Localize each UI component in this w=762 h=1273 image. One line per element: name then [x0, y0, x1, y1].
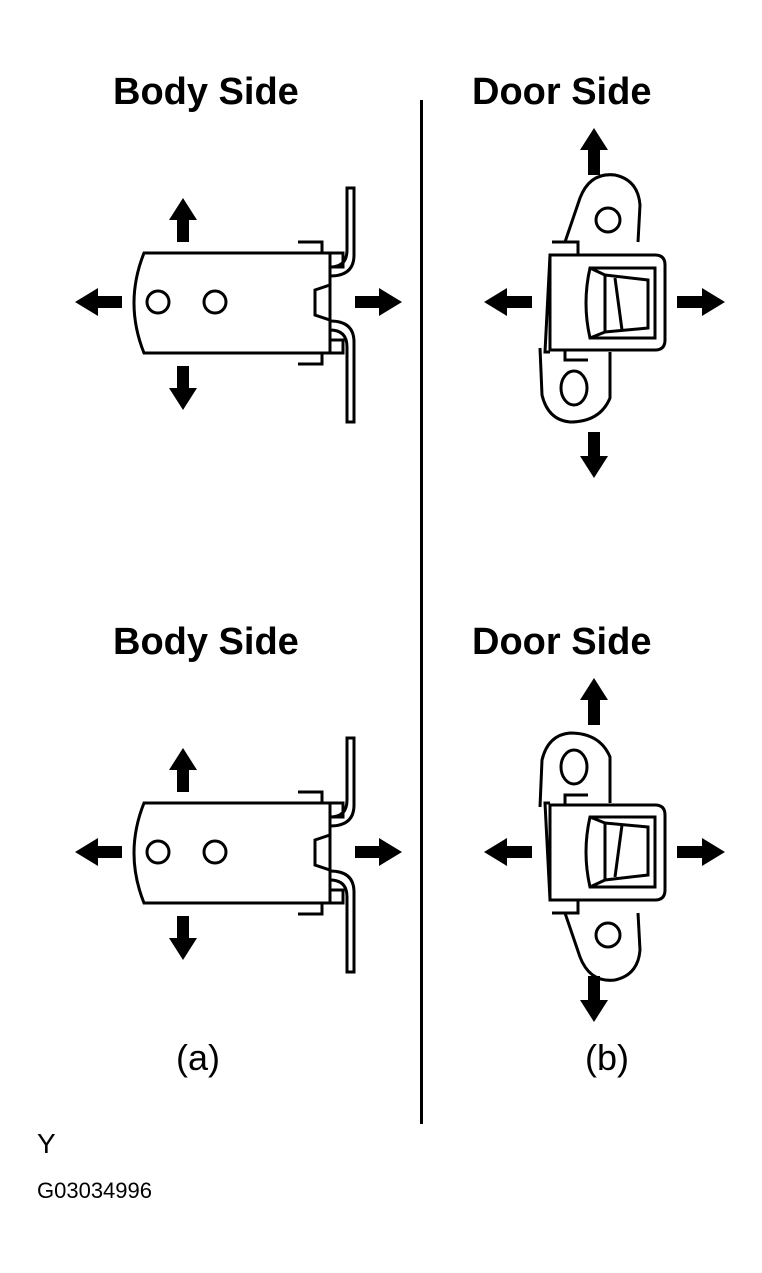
move-arrow-icon	[75, 748, 402, 960]
caption-b: (b)	[585, 1037, 629, 1078]
footer-mark: Y	[37, 1128, 56, 1159]
title-body-side-bottom: Body Side	[113, 621, 299, 663]
caption-a: (a)	[176, 1037, 220, 1078]
door-hinge-icon	[538, 731, 667, 982]
door-hinge-top	[484, 128, 725, 478]
move-arrow-icon	[484, 678, 725, 1022]
move-arrow-icon	[75, 198, 402, 410]
body-hinge-icon	[132, 186, 356, 424]
title-body-side-top: Body Side	[113, 71, 299, 113]
body-hinge-icon	[132, 736, 356, 974]
body-hinge-top	[75, 186, 402, 424]
move-arrow-icon	[484, 128, 725, 478]
door-hinge-icon	[538, 173, 667, 424]
center-divider	[420, 100, 423, 1124]
body-hinge-bottom	[75, 736, 402, 974]
title-door-side-bottom: Door Side	[472, 621, 652, 663]
door-hinge-bottom	[484, 678, 725, 1022]
title-door-side-top: Door Side	[472, 71, 652, 113]
figure-code: G03034996	[37, 1178, 152, 1203]
